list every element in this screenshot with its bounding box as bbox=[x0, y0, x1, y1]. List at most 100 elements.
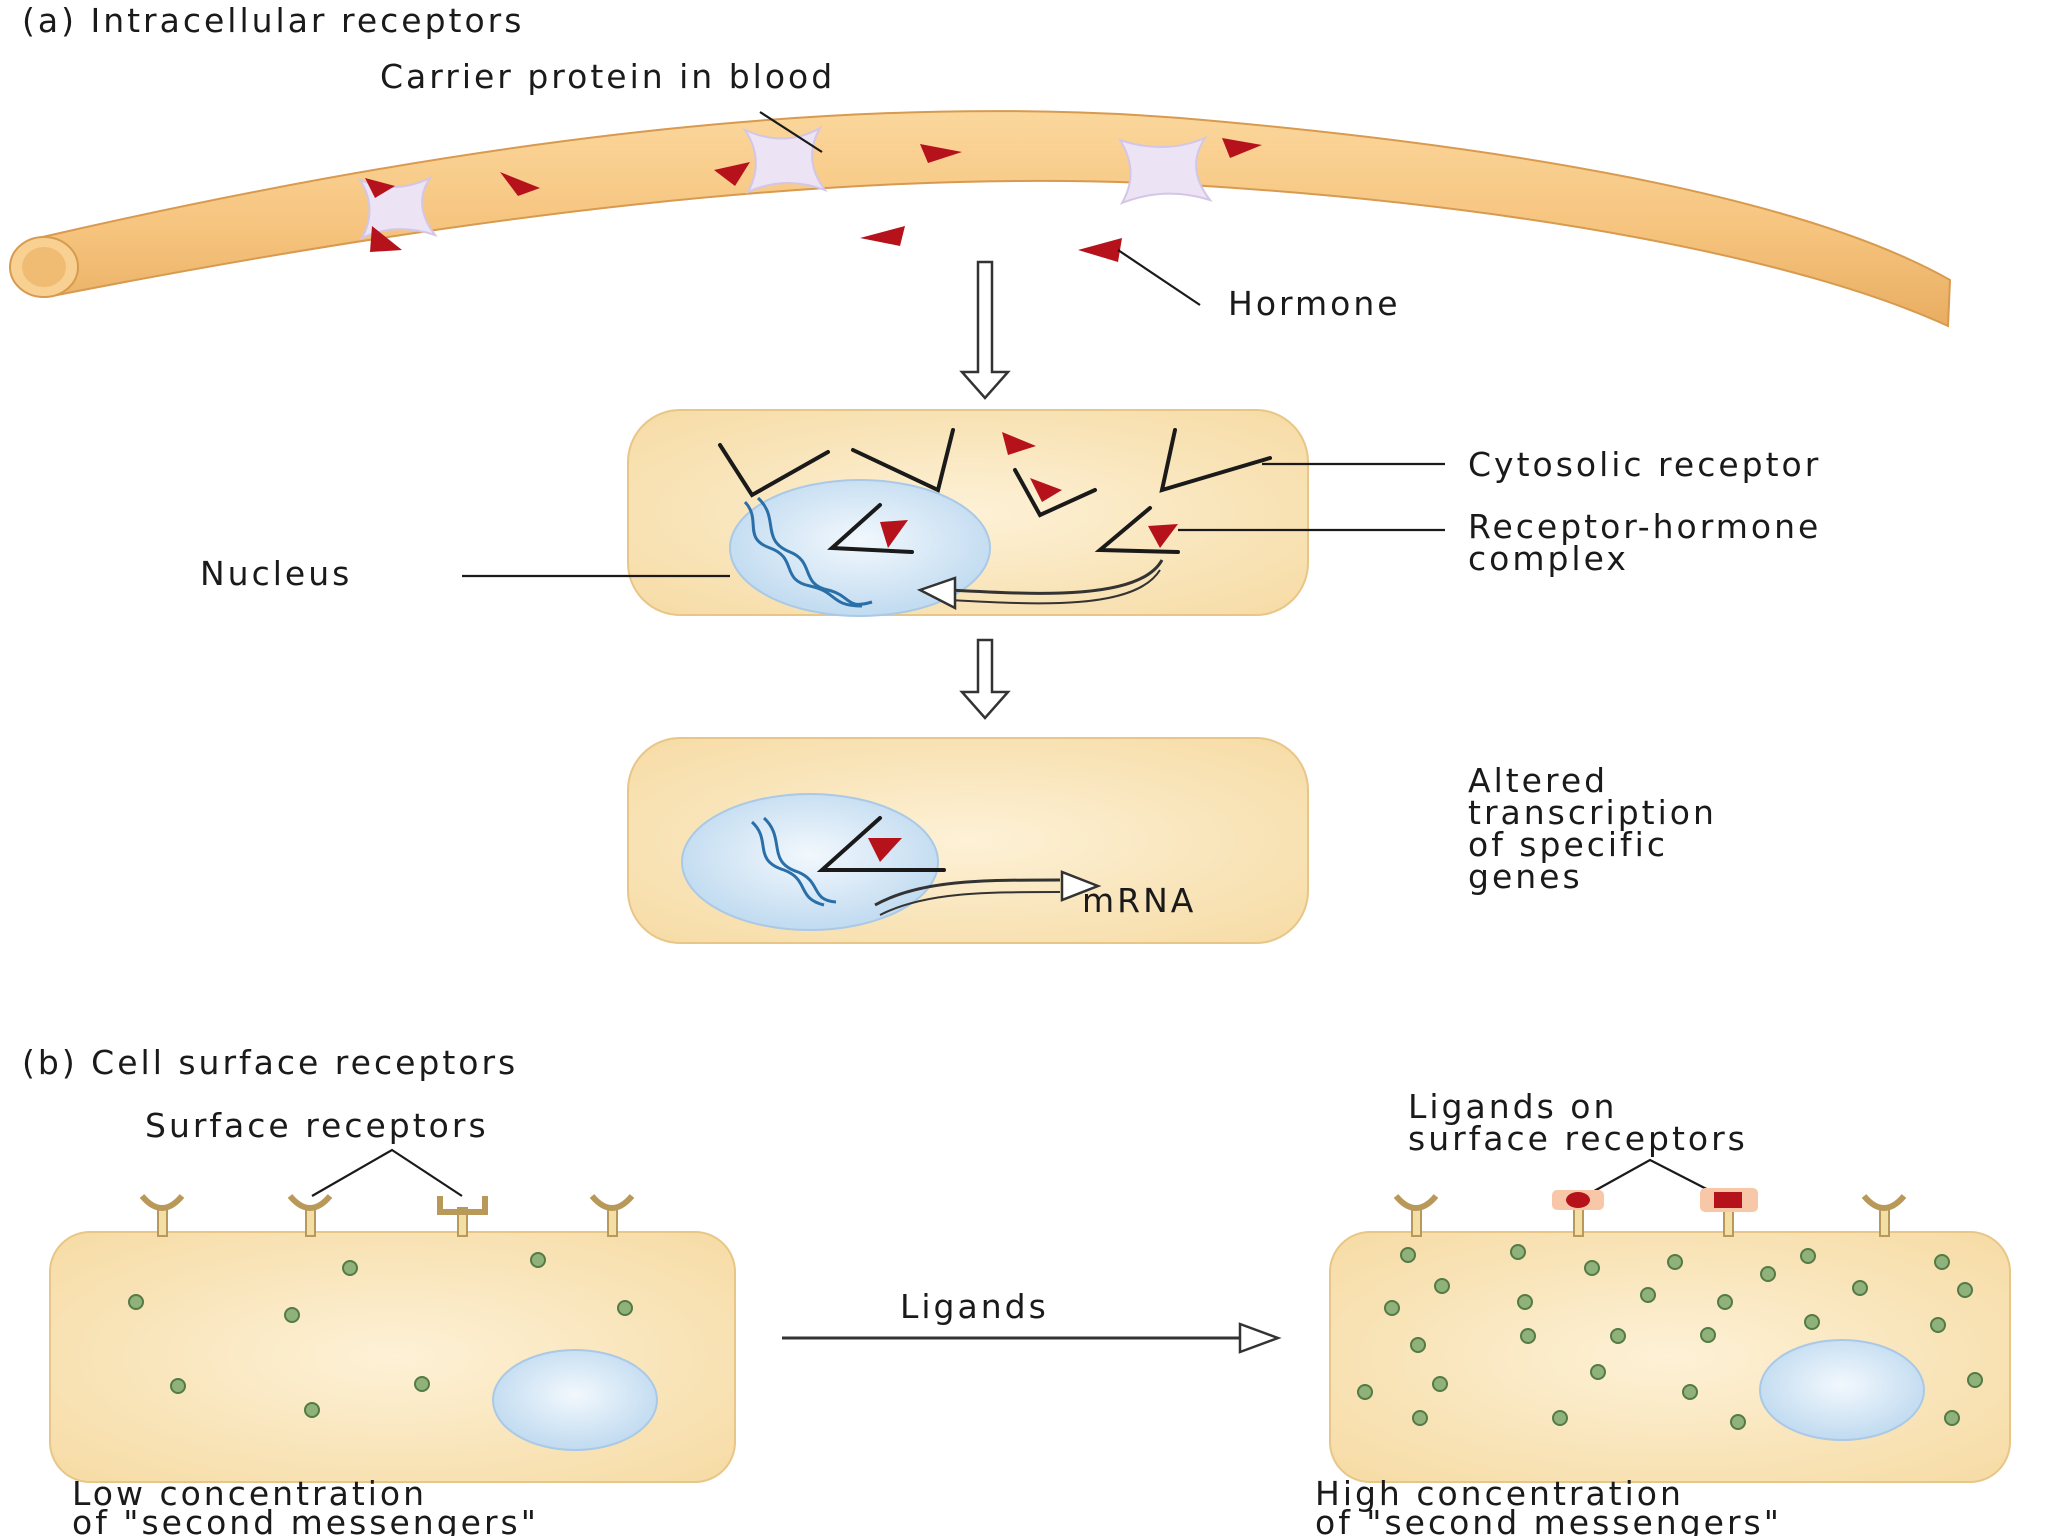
second-messenger-dot bbox=[1717, 1294, 1733, 1310]
second-messenger-dot bbox=[304, 1402, 320, 1418]
second-messenger-dot bbox=[1584, 1260, 1600, 1276]
surface-receptor bbox=[1861, 1193, 1907, 1237]
ligand bbox=[1566, 1192, 1590, 1208]
dna-strand bbox=[743, 500, 863, 608]
hormone-triangle bbox=[868, 838, 902, 862]
hormone-triangle bbox=[880, 520, 908, 548]
second-messenger-dot bbox=[1610, 1328, 1626, 1344]
receptor-hormone-complex bbox=[1094, 506, 1180, 554]
second-messenger-dot bbox=[1760, 1266, 1776, 1282]
cytosolic-receptor bbox=[1159, 428, 1272, 493]
second-messenger-dot bbox=[1934, 1254, 1950, 1270]
hormone-triangle bbox=[1002, 432, 1036, 455]
blood-vessel bbox=[9, 110, 1952, 328]
second-messenger-dot bbox=[1700, 1327, 1716, 1343]
hormone-triangle bbox=[365, 178, 395, 198]
second-messenger-dot bbox=[1930, 1317, 1946, 1333]
second-messenger-dot bbox=[1852, 1280, 1868, 1296]
surface-receptor bbox=[437, 1196, 488, 1237]
hormone-triangle bbox=[1078, 238, 1122, 262]
second-messenger-dot bbox=[1957, 1282, 1973, 1298]
ligands-arrow-label: Ligands bbox=[900, 1287, 1049, 1326]
second-messenger-dot bbox=[1357, 1384, 1373, 1400]
second-messenger-dot bbox=[1590, 1364, 1606, 1380]
dna-strand bbox=[756, 496, 873, 606]
nucleus-label: Nucleus bbox=[200, 554, 352, 593]
panel-b-heading: (b) Cell surface receptors bbox=[22, 1043, 518, 1082]
hormone-triangle bbox=[1222, 138, 1262, 158]
low-concentration-line2: of "second messengers" bbox=[72, 1503, 539, 1536]
second-messenger-dot bbox=[128, 1294, 144, 1310]
cytosolic-receptor bbox=[718, 443, 830, 498]
second-messenger-dot bbox=[1552, 1410, 1568, 1426]
surface-receptor bbox=[1393, 1193, 1439, 1237]
second-messenger-dot bbox=[1432, 1376, 1448, 1392]
nucleus bbox=[681, 793, 939, 931]
hormone-triangle bbox=[500, 172, 540, 196]
second-messenger-dot bbox=[1640, 1287, 1656, 1303]
receptor-hormone-complex bbox=[816, 816, 946, 872]
nucleus bbox=[1759, 1339, 1925, 1441]
hormone-triangle bbox=[1148, 524, 1178, 548]
cytosolic-receptor bbox=[851, 428, 955, 493]
transcription-arrow bbox=[874, 878, 1061, 907]
arrow-head bbox=[916, 576, 957, 611]
second-messenger-dot bbox=[170, 1378, 186, 1394]
dna-strand bbox=[762, 816, 837, 904]
ligand-bound-receptor bbox=[1552, 1190, 1604, 1237]
surface-receptors-leader bbox=[311, 1148, 463, 1197]
arrow-head bbox=[1060, 870, 1102, 902]
ligands-on-leader bbox=[1577, 1158, 1729, 1201]
target-cell: mRNA bbox=[627, 737, 1309, 944]
altered-transcription-line2: transcription bbox=[1468, 793, 1717, 832]
panel-a-heading: (a) Intracellular receptors bbox=[22, 1, 524, 40]
hormone-label: Hormone bbox=[1228, 284, 1401, 323]
second-messenger-dot bbox=[1517, 1294, 1533, 1310]
second-messenger-dot bbox=[342, 1260, 358, 1276]
carrier-leader-line bbox=[759, 111, 823, 153]
receptor-hormone-complex bbox=[827, 503, 914, 554]
altered-transcription-line1: Altered bbox=[1468, 761, 1608, 800]
complex-label-line2: complex bbox=[1468, 539, 1629, 578]
second-messenger-dot bbox=[1410, 1337, 1426, 1353]
translocation-arrow bbox=[949, 559, 1164, 595]
ligand-bound-receptor bbox=[1700, 1188, 1758, 1237]
carrier-protein-label: Carrier protein in blood bbox=[380, 57, 835, 96]
hormone-triangle bbox=[920, 144, 962, 163]
second-messenger-dot bbox=[1944, 1410, 1960, 1426]
second-messenger-dot bbox=[1384, 1300, 1400, 1316]
carrier-protein bbox=[1117, 135, 1213, 205]
translocation-arrow bbox=[949, 569, 1161, 605]
high-concentration-line2: of "second messengers" bbox=[1315, 1503, 1782, 1536]
hormone-leader-line bbox=[1117, 249, 1201, 306]
second-messenger-dot bbox=[414, 1376, 430, 1392]
high-concentration-line1: High concentration bbox=[1315, 1474, 1684, 1513]
low-concentration-line1: Low concentration bbox=[72, 1474, 427, 1513]
surface-receptor bbox=[589, 1193, 635, 1237]
hormone-triangle bbox=[860, 226, 905, 246]
down-arrow bbox=[959, 260, 1011, 400]
second-messenger-dot bbox=[1730, 1414, 1746, 1430]
second-messenger-dot bbox=[284, 1307, 300, 1323]
ligands-on-label-line1: Ligands on bbox=[1408, 1087, 1617, 1126]
second-messenger-dot bbox=[1967, 1372, 1983, 1388]
surface-receptor bbox=[287, 1193, 333, 1237]
transcription-arrow bbox=[879, 891, 1061, 916]
mrna-label: mRNA bbox=[1082, 881, 1196, 920]
cell-low-messengers bbox=[49, 1193, 736, 1483]
second-messenger-dot bbox=[1510, 1244, 1526, 1260]
second-messenger-dot bbox=[1800, 1248, 1816, 1264]
second-messenger-dot bbox=[1804, 1314, 1820, 1330]
target-cell bbox=[627, 409, 1309, 617]
second-messenger-dot bbox=[1520, 1328, 1536, 1344]
arrow-head bbox=[1238, 1322, 1282, 1354]
hormone-triangle bbox=[714, 162, 750, 186]
second-messenger-dot bbox=[1682, 1384, 1698, 1400]
second-messenger-dot bbox=[1667, 1254, 1683, 1270]
second-messenger-dot bbox=[1412, 1410, 1428, 1426]
second-messenger-dot bbox=[530, 1252, 546, 1268]
down-arrow bbox=[959, 638, 1011, 720]
ligands-on-label-line2: surface receptors bbox=[1408, 1119, 1748, 1158]
complex-label-line1: Receptor-hormone bbox=[1468, 507, 1821, 546]
